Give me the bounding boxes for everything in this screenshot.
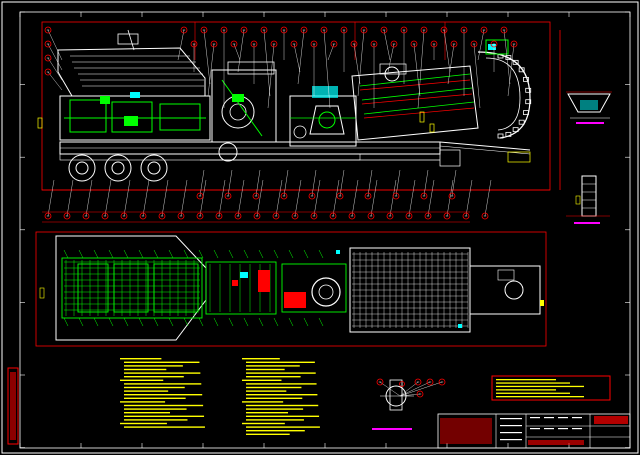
detail-view-hopper xyxy=(566,91,612,124)
plan-hatching xyxy=(63,249,324,327)
detail-view-section xyxy=(566,175,610,224)
plan-chassis-frame xyxy=(61,257,347,319)
plan-motor-block xyxy=(284,292,306,308)
plan-crusher-rotor xyxy=(311,277,341,307)
detail-balloons xyxy=(376,378,446,398)
title-block-cells xyxy=(500,417,582,441)
technical-notes-left xyxy=(120,358,205,428)
part-balloons-top xyxy=(44,26,518,109)
elevator-buckets xyxy=(497,53,532,139)
title-block xyxy=(437,413,631,449)
legend-box xyxy=(491,375,611,401)
plan-view xyxy=(35,231,547,347)
plan-drive-block xyxy=(258,270,270,292)
plan-screen-mesh xyxy=(352,252,469,328)
part-balloons-side xyxy=(44,169,492,220)
side-elevation-view xyxy=(37,21,561,223)
side-title-strip xyxy=(7,367,19,445)
technical-notes-right xyxy=(242,358,320,435)
detail-view-coupling xyxy=(372,379,414,430)
